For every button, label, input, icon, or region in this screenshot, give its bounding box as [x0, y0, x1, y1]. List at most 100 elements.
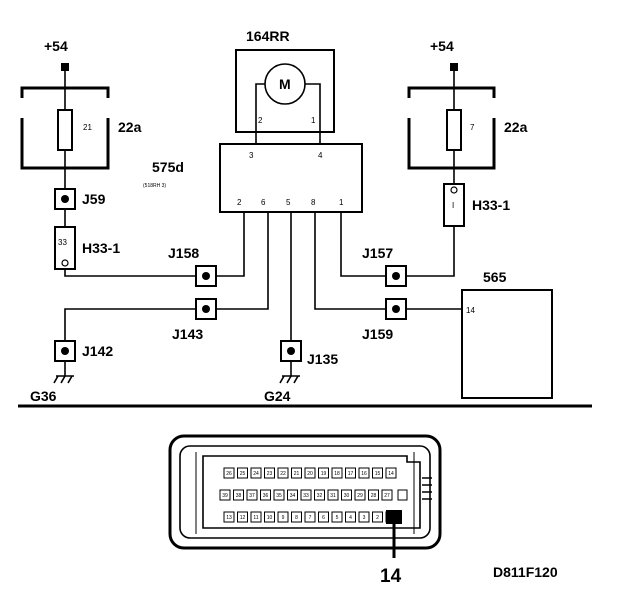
plug-pin-label-14: 14 — [388, 471, 394, 477]
plug-pin-12 — [237, 511, 248, 523]
plug-pin-10 — [264, 511, 275, 523]
plug-pin-39 — [219, 489, 231, 501]
motor-pin-1: 1 — [311, 116, 316, 125]
connector-j158-label: J158 — [168, 245, 199, 261]
fuse-right-label: 7 — [470, 123, 475, 132]
connector-h33-right-socket — [450, 186, 458, 194]
plug-pin-label-26: 26 — [226, 471, 232, 477]
plug-pin-18 — [331, 467, 343, 479]
wire-ecu-j143 — [216, 212, 269, 310]
plug-pin-label-15: 15 — [375, 471, 381, 477]
connector-j159-pin — [392, 305, 400, 313]
ground-g36-symbol — [53, 375, 74, 384]
connector-j159-label: J159 — [362, 326, 393, 342]
plug-pin-label-19: 19 — [321, 471, 327, 477]
relay-left-box — [20, 86, 110, 170]
plug-pin-label-23: 23 — [267, 471, 273, 477]
plug-pin-highlighted — [386, 510, 402, 524]
plug-pin-6 — [318, 511, 329, 523]
supply-right-terminal — [450, 63, 458, 71]
ecu-terminal-4: 4 — [318, 151, 323, 160]
plug-pin-label-9: 9 — [282, 515, 285, 521]
connector-j158-pin — [202, 272, 210, 280]
plug-pin-3 — [358, 511, 370, 523]
callout-label: 14 — [380, 566, 402, 587]
plug-pin-23 — [264, 467, 275, 479]
wire-motor-pin1 — [305, 83, 321, 160]
plug-pin-2 — [372, 511, 383, 523]
connector-j135-label: J135 — [307, 351, 338, 367]
connector-j143-pin — [202, 305, 210, 313]
plug-pin-label-38: 38 — [236, 493, 242, 499]
wire-j158-ecu — [216, 212, 245, 277]
ecu-box — [219, 143, 363, 213]
plug-pin-27 — [381, 489, 393, 501]
connector-h33-right — [443, 183, 465, 227]
plug-pin-label-36: 36 — [263, 493, 269, 499]
figure-code: D811F120 — [493, 564, 558, 580]
connector-h33-right-label: H33-1 — [472, 197, 510, 213]
connector-j135-pin — [287, 347, 295, 355]
plug-pin-label-17: 17 — [348, 471, 354, 477]
supply-left-terminal — [61, 63, 69, 71]
relay-right-box — [407, 86, 496, 170]
module-565-pin: 14 — [466, 306, 475, 315]
connector-h33-left-label: H33-1 — [82, 240, 120, 256]
plug-pin-label-10: 10 — [267, 515, 273, 521]
module-565-label: 565 — [483, 269, 507, 285]
plug-pin-label-39: 39 — [222, 493, 228, 499]
plug-pin-25 — [237, 467, 248, 479]
fuse-right — [446, 109, 462, 151]
plug-pin-extra — [397, 489, 408, 501]
plug-pin-13 — [223, 511, 235, 523]
connector-h33-right-pin: I — [452, 201, 454, 210]
plug-pin-label-22: 22 — [280, 471, 286, 477]
plug-pin-label-2: 2 — [376, 515, 379, 521]
plug-pin-label-11: 11 — [253, 515, 258, 521]
plug-pin-label-37: 37 — [249, 493, 255, 499]
plug-pin-label-16: 16 — [361, 471, 367, 477]
plug-pin-label-27: 27 — [384, 493, 390, 499]
module-565-box — [461, 289, 553, 399]
plug-pin-label-20: 20 — [307, 471, 313, 477]
plug-pin-11 — [250, 511, 262, 523]
ecu-pin-6: 6 — [261, 198, 266, 207]
supply-left-label: +54 — [44, 38, 68, 54]
plug-pin-20 — [304, 467, 316, 479]
plug-pin-label-8: 8 — [295, 515, 298, 521]
connector-j59-label: J59 — [82, 191, 106, 207]
plug-pin-38 — [233, 489, 244, 501]
plug-pin-8 — [291, 511, 302, 523]
plug-pin-label-25: 25 — [240, 471, 246, 477]
plug-pin-31 — [327, 489, 339, 501]
fuse-left — [57, 109, 73, 151]
plug-pin-label-35: 35 — [276, 493, 282, 499]
connector-j143-label: J143 — [172, 326, 203, 342]
ecu-pin-2: 2 — [237, 198, 242, 207]
ecu-sublabel: (518RH 3) — [143, 183, 166, 189]
ground-g36-label: G36 — [30, 388, 57, 404]
plug-pin-34 — [287, 489, 298, 501]
plug-pin-label-31: 31 — [330, 493, 336, 499]
motor-pin-2: 2 — [258, 116, 263, 125]
plug-pin-26 — [223, 467, 235, 479]
plug-pin-37 — [246, 489, 258, 501]
plug-pin-label-28: 28 — [371, 493, 377, 499]
plug-pin-label-21: 21 — [294, 471, 300, 477]
ecu-pin-1: 1 — [339, 198, 344, 207]
ecu-label: 575d — [152, 159, 184, 175]
plug-pin-30 — [341, 489, 352, 501]
plug-pin-29 — [354, 489, 366, 501]
plug-pin-17 — [345, 467, 356, 479]
plug-pin-14 — [385, 467, 397, 479]
plug-pin-35 — [273, 489, 285, 501]
ground-g24-symbol — [279, 375, 300, 384]
plug-pin-22 — [277, 467, 289, 479]
plug-pin-label-32: 32 — [317, 493, 323, 499]
plug-pin-label-24: 24 — [253, 471, 259, 477]
wire-ecu-j157 — [340, 212, 386, 277]
wire-j143-j142 — [64, 308, 196, 341]
plug-pin-5 — [331, 511, 343, 523]
plug-pin-label-4: 4 — [349, 515, 352, 521]
